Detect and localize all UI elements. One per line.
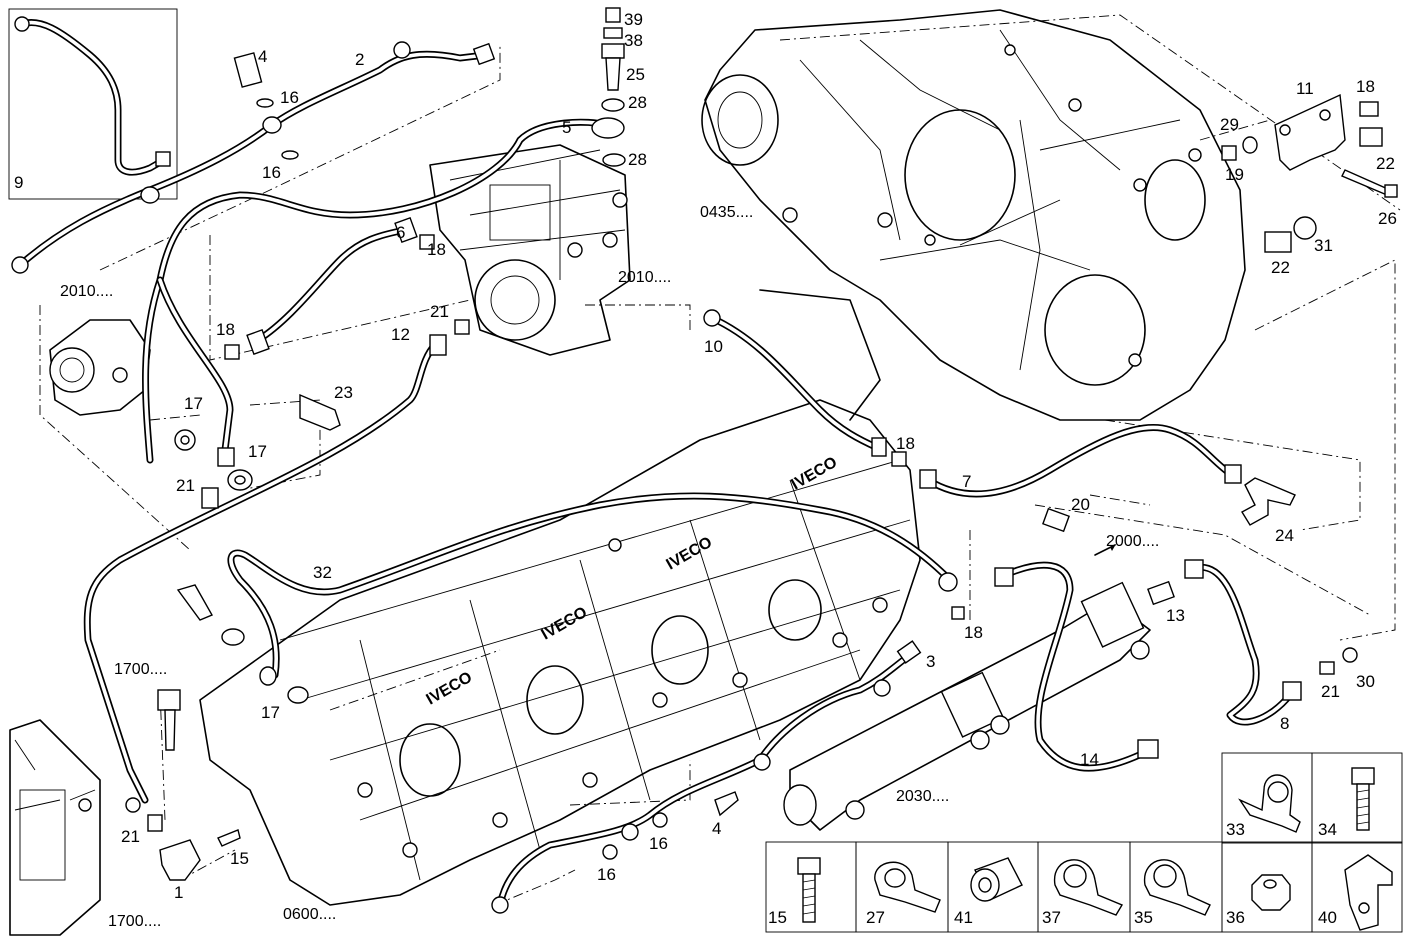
- bolt-icon: [797, 857, 821, 923]
- bolt-icon: [1351, 767, 1375, 831]
- bracket-icon: [1344, 854, 1393, 931]
- callout-1: 1: [174, 883, 183, 902]
- legend-label-15: 15: [768, 908, 787, 927]
- callout-8: 8: [1280, 714, 1289, 733]
- clamp-icon: [874, 861, 941, 913]
- callout-28: 28: [628, 93, 647, 112]
- engine-block-0435: [701, 9, 1246, 421]
- callout-21: 21: [176, 476, 195, 495]
- fittings: [11, 7, 1398, 914]
- callout-18: 18: [427, 240, 446, 259]
- callout-23: 23: [334, 383, 353, 402]
- callout-21: 21: [430, 302, 449, 321]
- legend-label-33: 33: [1226, 820, 1245, 839]
- callout-38: 38: [624, 31, 643, 50]
- fuel-rail-2030: [783, 581, 1151, 831]
- ref-2010-pump: 2010....: [618, 269, 671, 286]
- callout-17: 17: [184, 394, 203, 413]
- callout-6: 6: [396, 223, 405, 242]
- leader-lines: [39, 14, 1401, 906]
- callout-32: 32: [313, 563, 332, 582]
- feed-pump-2010-left: [49, 319, 151, 416]
- callout-labels: 9 4 2 16 16 39 38 25 28 28 5 6 18 2010..…: [14, 10, 1397, 930]
- callout-17: 17: [261, 703, 280, 722]
- callout-5: 5: [562, 118, 571, 137]
- ref-1700-lower: 1700....: [108, 913, 161, 930]
- fuel-pipes: [16, 50, 1294, 909]
- legend-label-35: 35: [1134, 908, 1153, 927]
- callout-16: 16: [280, 88, 299, 107]
- callout-15: 15: [230, 849, 249, 868]
- callout-21: 21: [121, 827, 140, 846]
- callout-18: 18: [964, 623, 983, 642]
- svg-text:IVECO: IVECO: [424, 669, 476, 709]
- clamp-icon: [1143, 859, 1211, 916]
- svg-text:IVECO: IVECO: [539, 604, 591, 644]
- callout-4: 4: [258, 47, 267, 66]
- injection-pump-2010: [429, 144, 631, 356]
- callout-18: 18: [216, 320, 235, 339]
- clamp-icon: [1053, 859, 1124, 916]
- callout-12: 12: [391, 325, 410, 344]
- ref-2000: 2000....: [1106, 533, 1159, 550]
- callout-31: 31: [1314, 236, 1333, 255]
- ref-0600: 0600....: [283, 906, 336, 923]
- callout-3: 3: [926, 652, 935, 671]
- ref-2010-left: 2010....: [60, 283, 113, 300]
- callout-11: 11: [1296, 79, 1314, 98]
- callout-25: 25: [626, 65, 645, 84]
- callout-16: 16: [262, 163, 281, 182]
- bushing-icon: [970, 857, 1023, 902]
- callout-16: 16: [649, 834, 668, 853]
- ecu-module-1700: [9, 719, 101, 936]
- callout-17: 17: [248, 442, 267, 461]
- legend-label-27: 27: [866, 908, 885, 927]
- callout-18: 18: [1356, 77, 1375, 96]
- callout-2: 2: [355, 50, 364, 69]
- clamp-icon: [1238, 774, 1301, 833]
- callout-30: 30: [1356, 672, 1375, 691]
- callout-18: 18: [896, 434, 915, 453]
- callout-20: 20: [1071, 495, 1090, 514]
- callout-13: 13: [1166, 606, 1185, 625]
- callout-22: 22: [1271, 258, 1290, 277]
- callout-22: 22: [1376, 154, 1395, 173]
- legend-label-40: 40: [1318, 908, 1337, 927]
- callout-28: 28: [628, 150, 647, 169]
- hardware-legend: 33 34 15 27 41 37 35 36 40: [765, 752, 1403, 933]
- callout-9: 9: [14, 173, 23, 192]
- callout-10: 10: [704, 337, 723, 356]
- callout-19: 19: [1225, 165, 1244, 184]
- legend-label-34: 34: [1318, 820, 1337, 839]
- callout-26: 26: [1378, 209, 1397, 228]
- legend-label-37: 37: [1042, 908, 1061, 927]
- nut-icon: [1251, 874, 1291, 911]
- ref-2030: 2030....: [896, 788, 949, 805]
- callout-29: 29: [1220, 115, 1239, 134]
- ref-0435: 0435....: [700, 204, 753, 221]
- arrow-head: [1110, 544, 1116, 551]
- callout-39: 39: [624, 10, 643, 29]
- callout-7: 7: [962, 472, 971, 491]
- callout-14: 14: [1080, 750, 1099, 769]
- legend-label-41: 41: [954, 908, 973, 927]
- svg-text:IVECO: IVECO: [664, 534, 716, 574]
- callout-21: 21: [1321, 682, 1340, 701]
- inset-box-part-9: [8, 8, 178, 200]
- callout-4: 4: [712, 819, 721, 838]
- callout-24: 24: [1275, 526, 1294, 545]
- callout-16: 16: [597, 865, 616, 884]
- ref-1700-upper: 1700....: [114, 661, 167, 678]
- legend-label-36: 36: [1226, 908, 1245, 927]
- svg-text:IVECO: IVECO: [789, 454, 841, 494]
